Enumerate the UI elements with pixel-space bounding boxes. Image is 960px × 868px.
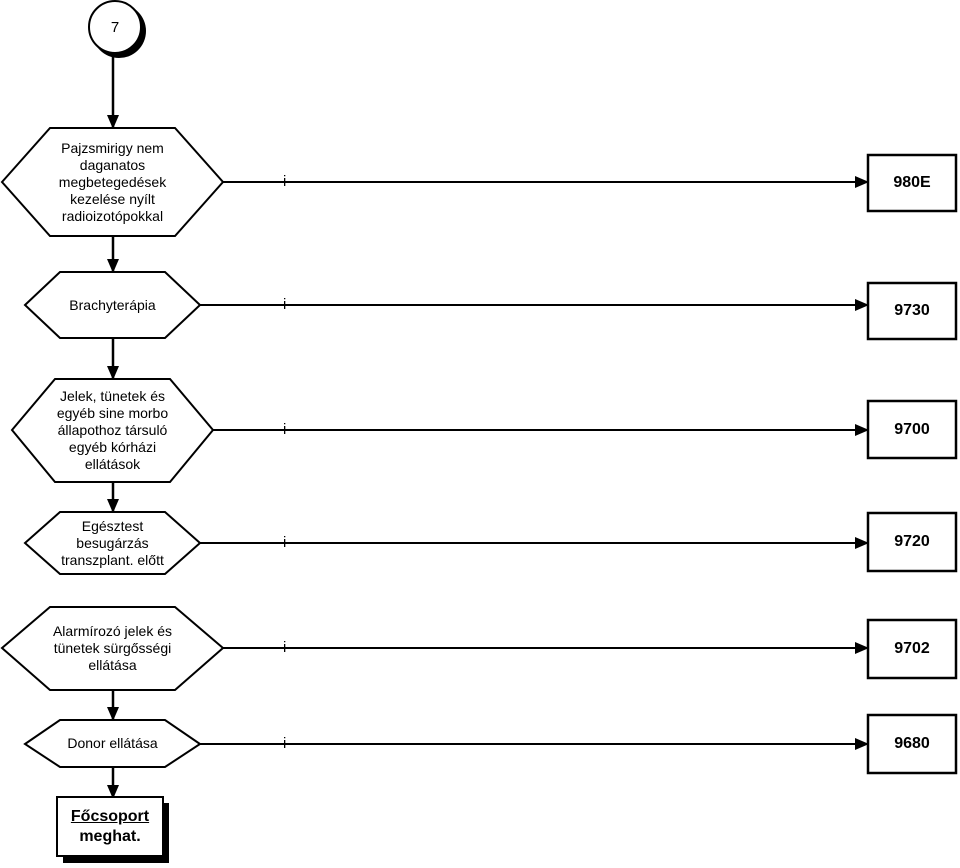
branch-label-4: i — [283, 534, 287, 551]
end-box — [56, 796, 164, 857]
result-code-2: 9730 — [894, 302, 930, 319]
end-label-line1: Főcsoport — [70, 808, 150, 825]
result-box-4 — [866, 511, 958, 573]
result-box-5 — [866, 618, 958, 680]
result-box-6 — [866, 713, 958, 775]
end-box-text: Főcsoport meghat. — [57, 799, 163, 855]
result-box-3 — [866, 399, 958, 460]
start-label: 7 — [110, 18, 120, 36]
start-circle — [88, 0, 142, 54]
result-box-2 — [866, 281, 958, 341]
result-box-1 — [866, 153, 958, 213]
branch-label-3: i — [283, 421, 287, 438]
branch-label-1: i — [283, 173, 287, 190]
branch-label-2: i — [283, 296, 287, 313]
step-2-text: Brachyterápia — [69, 296, 156, 313]
result-code-1: 980E — [893, 174, 931, 191]
branch-label-5: i — [283, 639, 287, 656]
result-code-3: 9700 — [894, 420, 930, 438]
result-code-6: 9680 — [894, 735, 930, 752]
step-6-text: Donor ellátása — [67, 735, 158, 751]
result-code-4: 9720 — [894, 533, 930, 550]
result-code-5: 9702 — [894, 640, 930, 657]
end-label-line2: meghat. — [79, 828, 141, 845]
branch-label-6: i — [283, 735, 287, 752]
